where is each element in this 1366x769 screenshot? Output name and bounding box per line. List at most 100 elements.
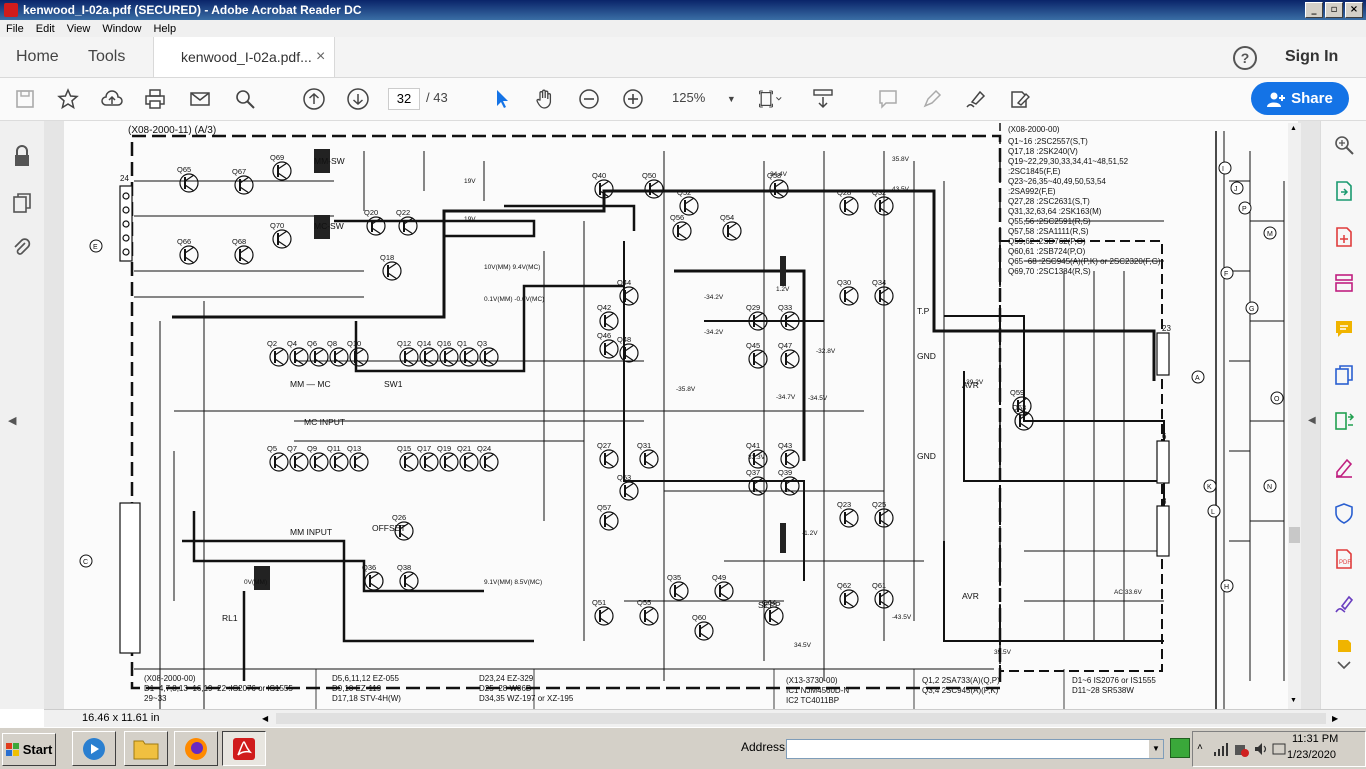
chevron-down-icon[interactable] <box>1332 653 1356 677</box>
scroll-right-arrow[interactable]: ▶ <box>1332 714 1339 723</box>
address-dropdown-arrow[interactable]: ▼ <box>1149 740 1163 758</box>
expand-right-pane-icon[interactable]: ◀ <box>1308 415 1316 426</box>
sign-in-button[interactable]: Sign In <box>1285 48 1339 65</box>
edge-letter: K <box>1207 484 1212 491</box>
export-pdf-icon[interactable] <box>1332 179 1356 203</box>
schematic-label: AVR <box>962 591 979 601</box>
tab-document-label: kenwood_I-02a.pdf... <box>181 49 312 65</box>
scroll-up-arrow[interactable]: ▲ <box>1290 125 1297 132</box>
page-fit-icon[interactable] <box>758 87 782 111</box>
menu-help[interactable]: Help <box>153 22 177 35</box>
maximize-button[interactable]: ▫ <box>1325 2 1343 18</box>
combine-files-icon[interactable] <box>1332 363 1356 387</box>
zoom-search-icon[interactable] <box>1332 133 1356 157</box>
voltage-label: AC 33.6V <box>1114 589 1142 596</box>
file-explorer-taskbar-icon[interactable] <box>124 731 168 766</box>
legend-text: IC1 NJM4560D-N <box>786 686 849 695</box>
scroll-thumb[interactable] <box>1289 527 1300 543</box>
expand-left-pane-icon[interactable]: ◀ <box>8 415 17 427</box>
close-tab-icon[interactable]: × <box>316 48 326 65</box>
tab-tools[interactable]: Tools <box>88 48 126 65</box>
edge-letter: G <box>1249 306 1254 313</box>
lock-icon[interactable] <box>10 144 34 168</box>
page-number-input[interactable]: 32 <box>388 88 420 110</box>
more-tools-icon[interactable] <box>1332 633 1356 657</box>
start-button[interactable]: Start <box>2 733 56 766</box>
voltage-label: -1.2V <box>802 530 818 537</box>
windows-logo-icon <box>5 742 19 756</box>
battery-alert-icon[interactable] <box>1233 741 1249 757</box>
scroll-left-arrow[interactable]: ◀ <box>262 714 269 723</box>
media-player-taskbar-icon[interactable] <box>72 731 116 766</box>
email-icon[interactable] <box>188 87 212 111</box>
edge-letter: J <box>1234 186 1238 193</box>
minimize-button[interactable]: _ <box>1305 2 1323 18</box>
zoom-out-icon[interactable] <box>577 87 601 111</box>
transistor-label: Q21 <box>457 444 471 453</box>
horizontal-scrollbar[interactable] <box>276 713 1326 724</box>
help-icon[interactable]: ? <box>1233 46 1257 70</box>
menu-window[interactable]: Window <box>102 22 142 35</box>
pdf-file-icon[interactable]: PDF <box>1332 547 1356 571</box>
menu-view[interactable]: View <box>66 22 91 35</box>
share-button[interactable]: Share <box>1251 82 1349 115</box>
address-input[interactable]: ▼ <box>786 739 1164 759</box>
parts-table-row: Q19~22,29,30,33,34,41~48,51,52 <box>1008 157 1129 166</box>
parts-table-row: Q69,70 :2SC1384(R,S) <box>1008 267 1091 276</box>
transistor-label: Q31 <box>637 441 651 450</box>
transistor-symbol <box>419 452 439 472</box>
tray-expand-icon[interactable]: ˄ <box>1197 742 1203 753</box>
voltage-label: -34.2V <box>704 329 724 336</box>
comment-tool-icon[interactable] <box>1332 317 1356 341</box>
organize-pages-icon[interactable] <box>1332 271 1356 295</box>
transistor-symbol <box>669 581 689 601</box>
fill-sign-icon[interactable] <box>1008 87 1032 111</box>
previous-page-icon[interactable] <box>302 87 326 111</box>
scroll-down-arrow[interactable]: ▼ <box>1290 697 1297 704</box>
action-center-icon[interactable] <box>1271 741 1287 757</box>
transistor-symbol <box>1012 396 1032 416</box>
transistor-symbol <box>459 347 479 367</box>
transistor-symbol <box>839 589 859 609</box>
voltage-label: 19V <box>464 216 476 223</box>
transistor-label: Q50 <box>642 171 656 180</box>
compress-pdf-icon[interactable] <box>1332 409 1356 433</box>
transistor-symbol <box>839 286 859 306</box>
volume-icon[interactable] <box>1253 741 1269 757</box>
fill-and-sign-icon[interactable] <box>1332 455 1356 479</box>
tab-document[interactable]: kenwood_I-02a.pdf... × <box>153 37 335 77</box>
zoom-level-select[interactable]: 125% ▼ <box>672 88 736 109</box>
network-signal-icon[interactable] <box>1213 741 1229 757</box>
upload-cloud-icon[interactable] <box>100 87 124 111</box>
bookmark-star-icon[interactable] <box>56 87 80 111</box>
highlight-pen-icon[interactable] <box>920 87 944 111</box>
acrobat-taskbar-icon[interactable] <box>222 731 266 766</box>
protect-shield-icon[interactable] <box>1332 501 1356 525</box>
document-viewer[interactable]: (X08-2000-11) (A/3) (X08-2000-00) Q1~16 … <box>44 121 1320 709</box>
vertical-scrollbar[interactable]: ▲ ▼ <box>1288 123 1301 709</box>
create-pdf-icon[interactable] <box>1332 225 1356 249</box>
menu-file[interactable]: File <box>6 22 24 35</box>
sign-pen-icon[interactable] <box>964 87 988 111</box>
print-icon[interactable] <box>143 87 167 111</box>
hand-tool-icon[interactable] <box>533 87 557 111</box>
signature-icon[interactable] <box>1332 593 1356 617</box>
scroll-mode-icon[interactable] <box>811 87 835 111</box>
comment-icon[interactable] <box>876 87 900 111</box>
zoom-in-icon[interactable] <box>621 87 645 111</box>
menu-edit[interactable]: Edit <box>35 22 55 35</box>
firefox-taskbar-icon[interactable] <box>174 731 218 766</box>
transistor-label: Q41 <box>746 441 760 450</box>
page-thumbnails-icon[interactable] <box>10 191 34 215</box>
search-zoom-icon[interactable] <box>233 87 257 111</box>
close-window-button[interactable]: × <box>1345 2 1363 18</box>
go-arrow-icon[interactable] <box>1170 738 1190 758</box>
attachment-icon[interactable] <box>10 236 34 260</box>
transistor-symbol <box>399 571 419 591</box>
voltage-label: 33.3V <box>748 454 766 461</box>
select-cursor-icon[interactable] <box>490 87 514 111</box>
voltage-label: 10V(MM) 9.4V(MC) <box>484 264 540 271</box>
tab-home[interactable]: Home <box>16 48 59 65</box>
save-icon[interactable] <box>13 87 37 111</box>
next-page-icon[interactable] <box>346 87 370 111</box>
